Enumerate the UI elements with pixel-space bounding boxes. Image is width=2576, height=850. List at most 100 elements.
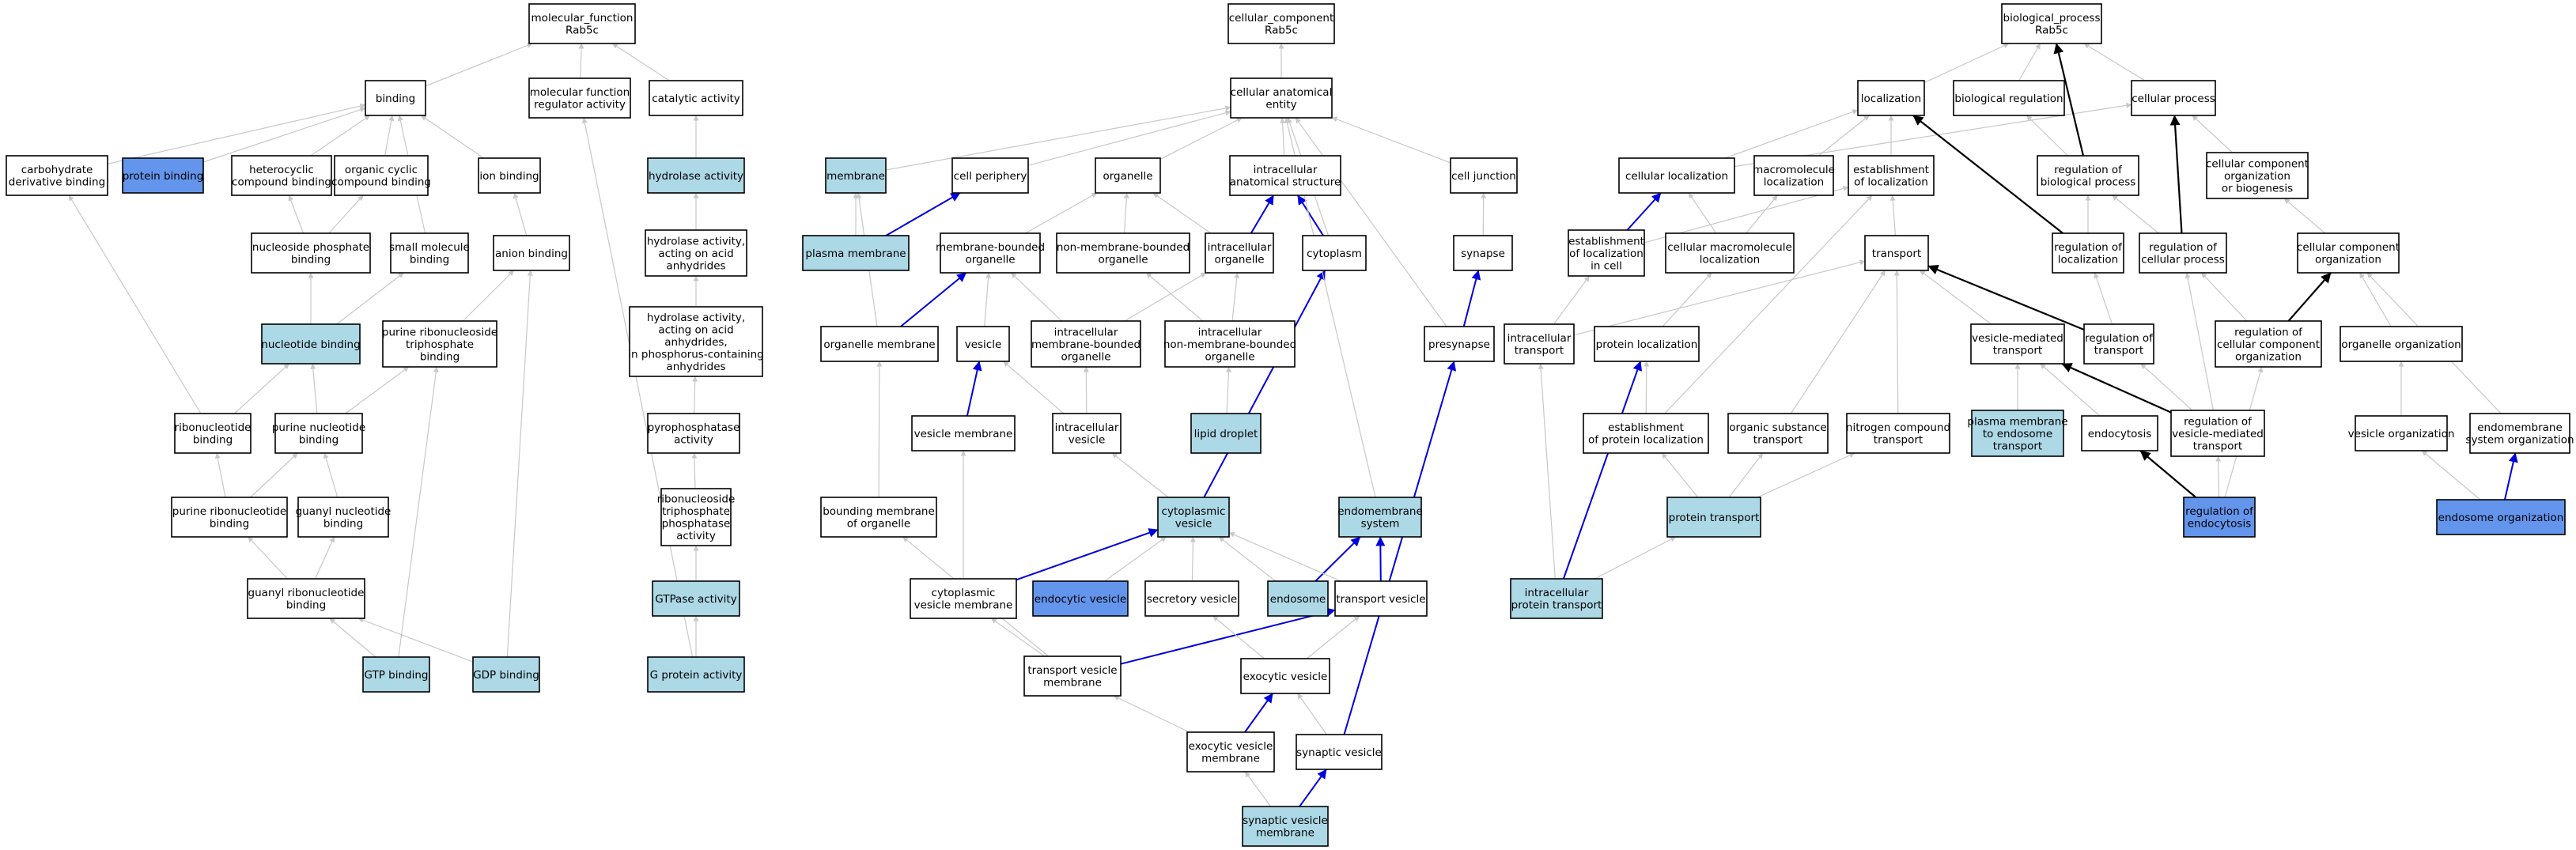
term-label: exocytic vesicle	[1243, 671, 1328, 683]
term-label: endocytosis	[2188, 518, 2251, 531]
is-a-edge	[398, 366, 439, 658]
term-box	[171, 497, 288, 538]
term-label: synaptic vesicle	[1243, 814, 1328, 827]
term-box	[1164, 320, 1296, 368]
is-a-edge	[1010, 272, 1062, 322]
term-box	[1504, 323, 1575, 365]
term-box	[2436, 499, 2566, 535]
term-box	[647, 413, 740, 454]
is-a-edge	[314, 536, 335, 580]
go-term-hydrolase-activity-acting-on-acid-anhydrides: hydrolase activity,acting on acidanhydri…	[645, 229, 747, 277]
term-label: transport	[1874, 434, 1923, 447]
term-label: ribonucleotide	[175, 421, 252, 434]
term-label: binding	[210, 518, 249, 531]
is-a-edge	[1152, 192, 1212, 234]
term-box	[6, 155, 108, 196]
is-a-edge	[202, 107, 366, 163]
term-label: regulator activity	[534, 99, 626, 111]
term-label: regulation of	[2085, 332, 2154, 345]
is-a-edge	[2040, 363, 2101, 417]
go-term-cellular-process: cellular process	[2131, 80, 2216, 116]
is-a-edge	[357, 618, 474, 663]
term-box	[820, 326, 939, 362]
term-label: derivative binding	[9, 176, 105, 189]
term-box	[247, 578, 365, 619]
term-label: anhydrides	[666, 259, 725, 272]
go-term-protein-transport: protein transport	[1666, 497, 1761, 538]
is-a-edge	[1123, 192, 1129, 234]
term-label: regulation of	[2149, 241, 2218, 254]
is-a-edge	[1594, 536, 1677, 580]
term-box	[1970, 323, 2065, 365]
go-term-membrane: membrane	[825, 157, 887, 194]
term-label: triphosphate	[406, 338, 474, 351]
regulates-edge	[2139, 450, 2196, 498]
term-label: molecular function	[530, 86, 630, 99]
term-label: cellular localization	[1625, 170, 1728, 183]
is-a-edge	[1111, 452, 1169, 498]
term-box	[2081, 415, 2158, 451]
term-label: endomembrane	[2477, 421, 2563, 434]
term-box	[231, 155, 332, 196]
term-label: membrane	[1201, 753, 1260, 765]
term-label: transport	[1872, 247, 1921, 260]
term-label: intracellular	[1054, 326, 1118, 338]
term-label: in phosphorus-containing	[628, 348, 763, 361]
is-a-edge	[1923, 43, 2010, 84]
part-of-edge	[1250, 195, 1275, 234]
term-label: organelle membrane	[823, 338, 935, 351]
go-term-lipid-droplet: lipid droplet	[1190, 413, 1262, 454]
term-label: system organization	[2465, 434, 2574, 447]
go-term-protein-binding: protein binding	[122, 157, 204, 194]
term-box	[1510, 578, 1603, 619]
term-label: regulation of	[2054, 241, 2123, 254]
term-box	[1023, 655, 1122, 697]
is-a-edge	[2083, 43, 2146, 81]
term-label: establishment	[1568, 235, 1644, 247]
term-label: organelle	[1098, 254, 1148, 266]
term-label: transport	[1515, 345, 1564, 357]
term-box	[1186, 731, 1275, 773]
term-label: binding	[420, 350, 460, 363]
term-label: catalytic activity	[652, 93, 740, 105]
term-box	[528, 3, 636, 44]
go-term-synapse: synapse	[1453, 235, 1513, 271]
term-label: intracellular	[1507, 332, 1572, 345]
term-label: protein localization	[1596, 338, 1698, 351]
is-a-edge	[323, 452, 339, 498]
part-of-edge	[1016, 528, 1159, 581]
term-label: Rab5c	[2035, 25, 2068, 37]
term-label: hydrolase activity	[649, 170, 743, 183]
is-a-edge	[1889, 195, 1897, 236]
go-term-transport: transport	[1864, 235, 1929, 271]
term-box	[1857, 80, 1925, 116]
term-label: establishment	[1608, 421, 1684, 434]
is-a-edge	[1244, 771, 1272, 807]
term-label: vesicle organization	[2348, 428, 2455, 440]
term-label: biological regulation	[1954, 93, 2063, 105]
is-a-edge	[107, 103, 366, 164]
go-term-cell-junction: cell junction	[1450, 157, 1518, 194]
is-a-edge	[248, 536, 288, 580]
term-box	[1618, 157, 1735, 194]
term-label: cellular anatomical	[1231, 86, 1333, 99]
term-label: localization	[2058, 254, 2118, 266]
term-label: cellular process	[2132, 93, 2215, 105]
part-of-edge	[1314, 536, 1361, 582]
term-label: purine ribonucleoside	[382, 326, 497, 338]
term-label: localization	[1764, 176, 1824, 189]
term-box	[274, 413, 363, 454]
is-a-edge	[250, 452, 298, 498]
term-box	[1665, 232, 1795, 274]
term-box	[1031, 320, 1141, 368]
